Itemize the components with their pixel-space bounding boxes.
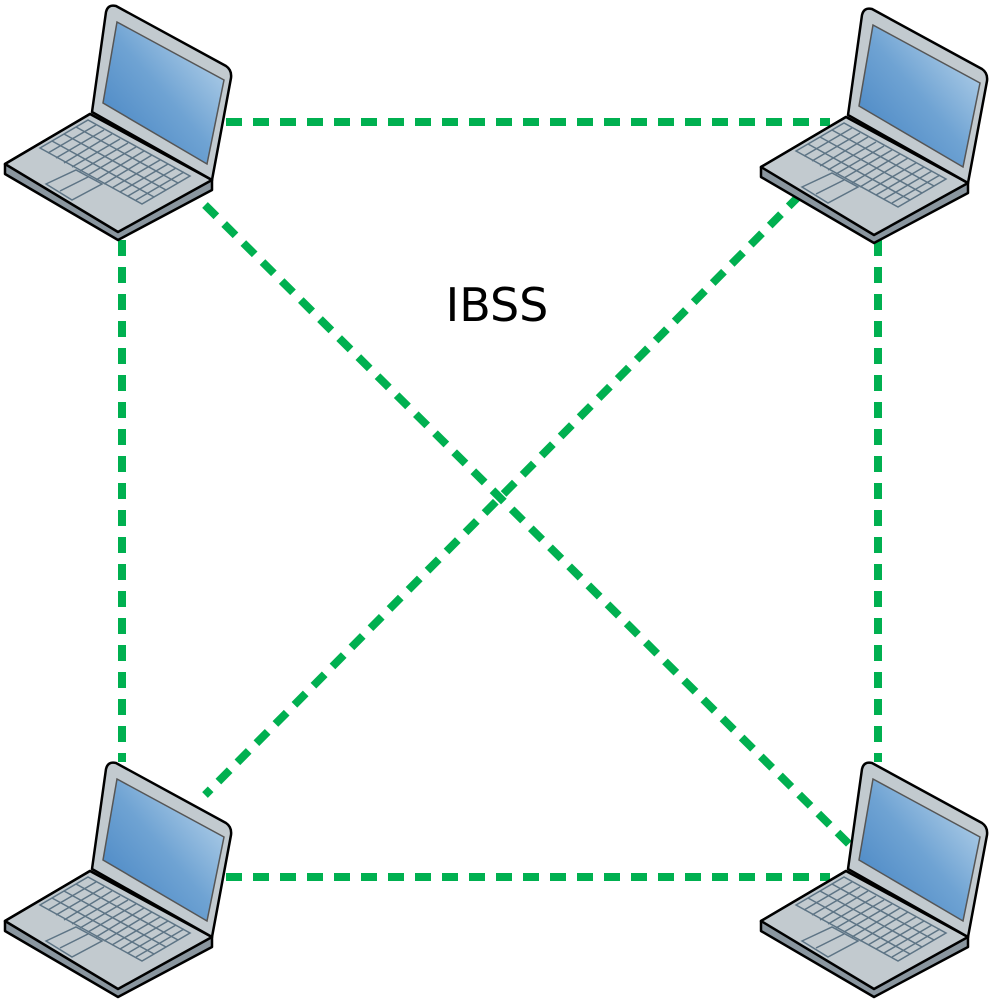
- laptop-icon-bottom-left: [3, 761, 233, 999]
- link-diagonal-tr-bl: [202, 192, 803, 798]
- laptop-icon-top-left: [3, 4, 233, 242]
- link-diagonal-tl-br: [202, 202, 853, 848]
- network-label: IBSS: [445, 278, 549, 332]
- links: [118, 118, 882, 881]
